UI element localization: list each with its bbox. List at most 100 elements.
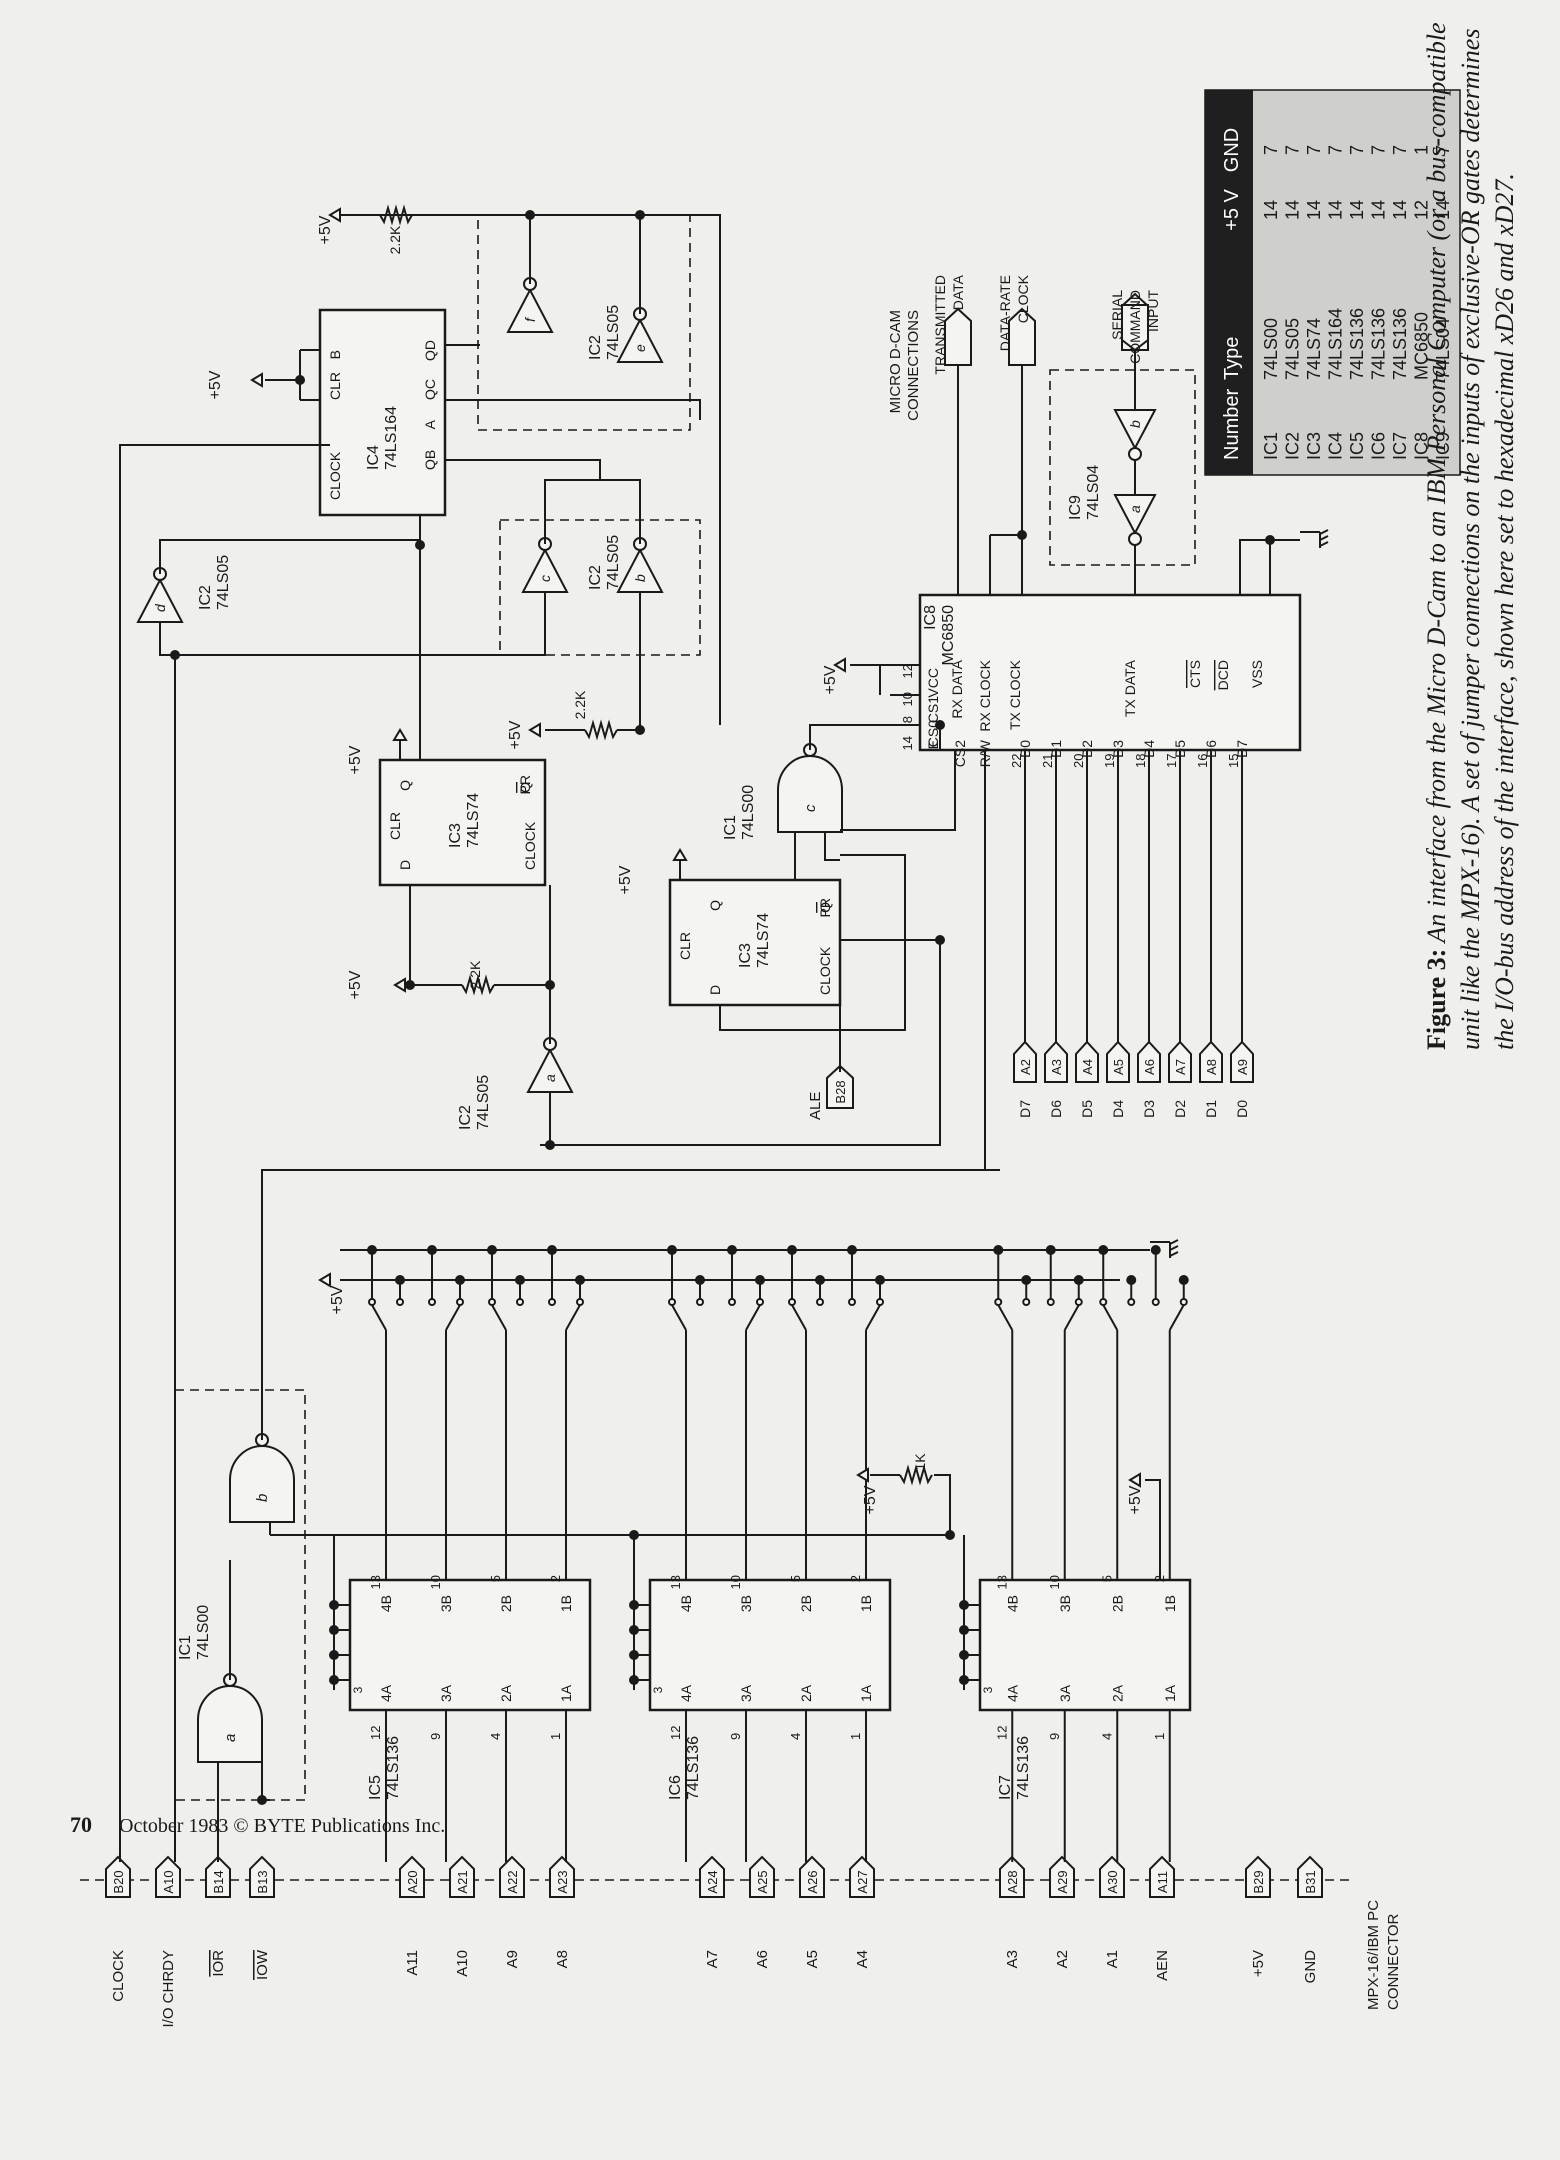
- ic6-pin-num: 12: [668, 1726, 683, 1740]
- ic2-gate-d: d: [136, 567, 184, 623]
- ic1-name: IC1: [177, 1635, 194, 1660]
- ic5-pin-num: 12: [368, 1726, 383, 1740]
- jumper-terminal: [396, 1298, 404, 1306]
- junction-dot: [427, 1245, 437, 1255]
- ic5-pin-label: 2A: [498, 1684, 514, 1702]
- connector-pin-a23: A23: [549, 1855, 575, 1898]
- pin-table-cell: 74LS05: [1283, 318, 1303, 380]
- jumper-terminal: [756, 1298, 764, 1306]
- pin-table-cell: 74LS74: [1304, 318, 1324, 380]
- junction-dot: [1073, 1275, 1084, 1285]
- ic1-gate-a: a: [197, 1673, 263, 1763]
- ff-pin-label: Q: [397, 780, 413, 791]
- pullup-2k2: [461, 974, 495, 996]
- connector-pin-a22: A22: [499, 1855, 525, 1898]
- ic4-pin-label: QB: [422, 450, 438, 470]
- connector-title-2: CONNECTOR: [1385, 1913, 1402, 2010]
- connector-signal-b20: CLOCK: [110, 1950, 127, 2002]
- connector-pin-a30: A30: [1099, 1855, 1125, 1898]
- junction-dot: [993, 1245, 1004, 1255]
- junction-dot: [1126, 1275, 1137, 1285]
- pullup-2k2-top: [379, 204, 413, 226]
- ic2bc-type: 74LS05: [605, 535, 622, 590]
- ic7-jumper: [997, 1304, 1014, 1331]
- wire: [265, 350, 301, 400]
- junction-dot: [395, 1275, 405, 1285]
- pin-table-cell: 14: [1433, 200, 1453, 220]
- ic1-type: 74LS00: [195, 1605, 212, 1660]
- vcc-label: +5V: [1127, 1485, 1144, 1514]
- ic6-pin-num: 4: [788, 1733, 803, 1740]
- ic9-gate-b: b: [1113, 409, 1157, 461]
- svg-text:b: b: [632, 574, 648, 582]
- vcc-label: +5V: [347, 745, 364, 774]
- ic2-gate-f: f: [506, 277, 554, 333]
- svg-text:B14: B14: [211, 1870, 226, 1893]
- jumper-terminal: [456, 1298, 464, 1306]
- ic6-pin-label: 2B: [798, 1595, 814, 1612]
- ic7-jumper: [1168, 1304, 1185, 1331]
- ic1-gate-c: c: [777, 743, 843, 833]
- ic4-pin-label: QD: [422, 340, 438, 361]
- pin-table-cell: 7: [1433, 145, 1453, 155]
- data-pin-a2: A2: [1013, 1040, 1037, 1083]
- ic8-pin-num: 12: [900, 664, 915, 678]
- ic8-pin-label: CTS: [1187, 660, 1203, 688]
- data-signal-d7: D7: [1017, 1100, 1033, 1118]
- junction-dot: [575, 1275, 585, 1285]
- ic8-data-pin-label: D6: [1203, 740, 1219, 758]
- connector-pin-a25: A25: [749, 1855, 775, 1898]
- ic7-pin-num: 13: [994, 1575, 1009, 1589]
- ic8-pin-label: TX CLOCK: [1007, 659, 1023, 730]
- tx-data-label-2: DATA: [950, 274, 966, 310]
- connector-pin-a10: A10: [155, 1855, 181, 1898]
- svg-text:A11: A11: [1155, 1871, 1170, 1893]
- junction-dot: [787, 1245, 797, 1255]
- ic8-name: IC8: [922, 605, 939, 630]
- ic3-name: IC3: [447, 823, 464, 848]
- svg-text:B20: B20: [111, 1870, 126, 1893]
- ic8-data-pin-label: D1: [1048, 740, 1064, 758]
- pin-table-cell: IC6: [1369, 432, 1389, 460]
- ic3-type: 74LS74: [465, 793, 482, 848]
- ic8-data-pin-num: 15: [1226, 754, 1241, 768]
- jumper-terminal: [516, 1298, 524, 1306]
- svg-text:B29: B29: [1251, 1870, 1266, 1893]
- ff-pin-label: Q: [517, 782, 533, 793]
- rate-clock-label: DATA-RATE: [997, 275, 1013, 351]
- ff-pin-label: Q: [707, 900, 723, 911]
- pin-table-cell: 7: [1369, 145, 1389, 155]
- connector-pin-a29: A29: [1049, 1855, 1075, 1898]
- micro-dcam-title: MICRO D-CAM: [887, 310, 904, 413]
- wire: [445, 399, 701, 420]
- junction-dot: [935, 720, 945, 730]
- connector-signal-b13: IOW: [254, 1949, 271, 1980]
- ic6-pin-num: 13: [668, 1575, 683, 1589]
- pin-table-cell: 14: [1347, 200, 1367, 220]
- ic7-pin-label: 3B: [1057, 1595, 1073, 1612]
- svg-text:c: c: [802, 804, 819, 812]
- junction-dot: [455, 1275, 465, 1285]
- ic2-ef-dashed-outline: [477, 214, 691, 431]
- ic8-data-pin-num: 21: [1040, 754, 1055, 768]
- figure-caption: Figure 3: An interface from the Micro D-…: [1420, 0, 1522, 1050]
- ic3b-name: IC3: [737, 943, 754, 968]
- vcc-label: +5V: [317, 215, 334, 244]
- jumper-terminal: [728, 1298, 736, 1306]
- pin-table-cell: IC7: [1390, 432, 1410, 460]
- ic4-pin-label: QC: [422, 379, 438, 400]
- wire: [1145, 1479, 1161, 1580]
- data-signal-d1: D1: [1203, 1100, 1219, 1118]
- svg-text:A28: A28: [1005, 1870, 1020, 1893]
- connector-pin-b13: B13: [249, 1855, 275, 1898]
- ic5-jumper: [565, 1304, 581, 1331]
- ic8-data-pin-num: 22: [1009, 754, 1024, 768]
- ic5-pin-label: 3A: [438, 1684, 454, 1702]
- junction-dot: [667, 1245, 677, 1255]
- pin-table-cell: 7: [1347, 145, 1367, 155]
- junction-dot: [525, 210, 535, 220]
- ic8-data-pin-label: D3: [1110, 740, 1126, 758]
- ic8-data-pin-label: D0: [1017, 740, 1033, 758]
